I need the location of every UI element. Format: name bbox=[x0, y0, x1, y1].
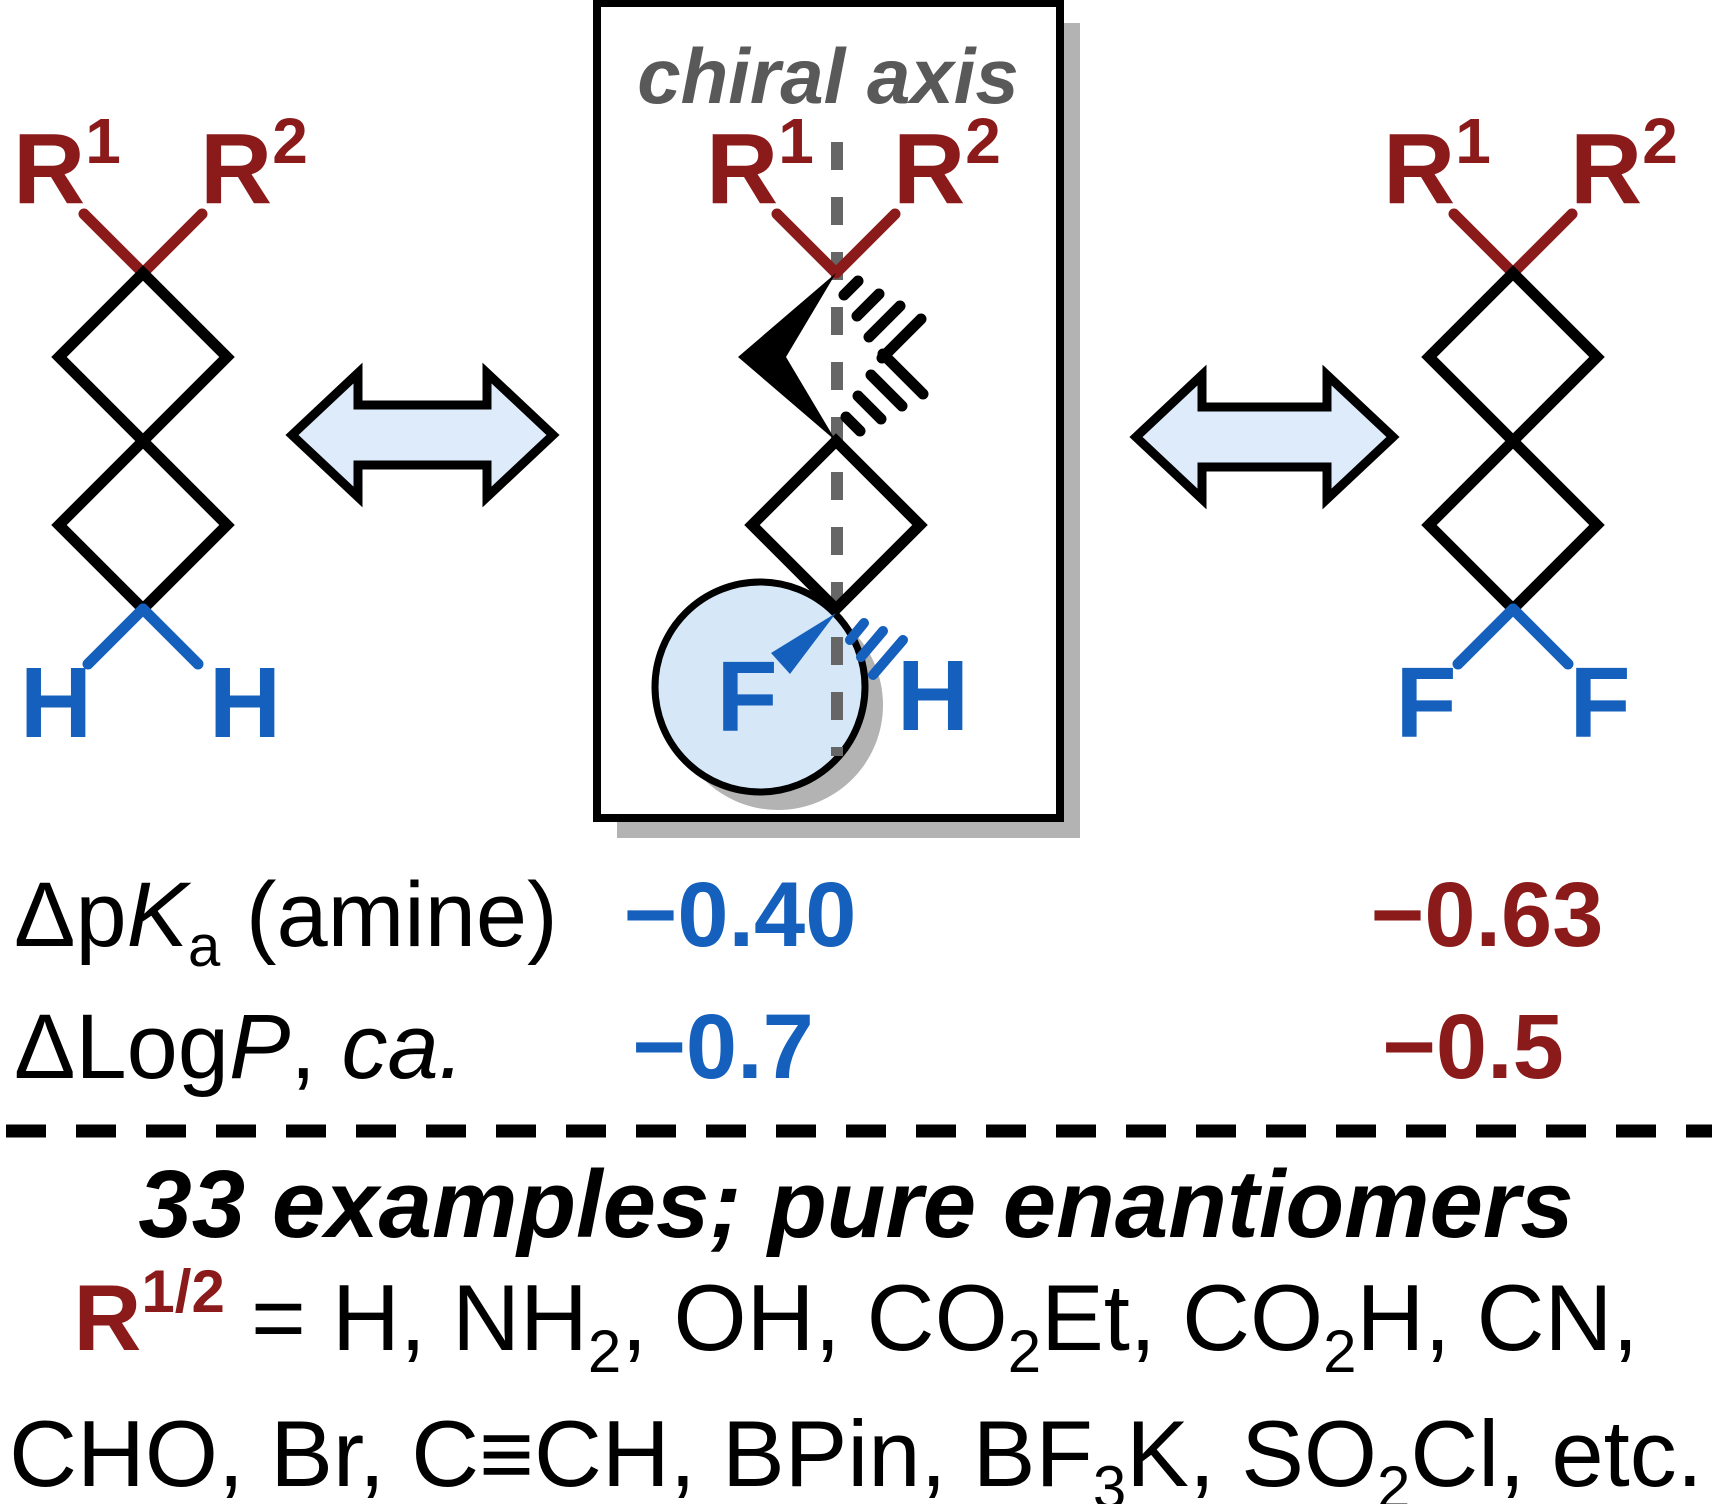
hash-bond-h bbox=[845, 618, 908, 680]
ring-bottom bbox=[51, 433, 235, 617]
bond-f-left bbox=[1452, 603, 1519, 670]
spiro-structure-right: R1 R2 F F bbox=[1383, 105, 1678, 759]
r-groups-line-1: R1/2 = H, NH2, OH, CO2Et, CO2H, CN, bbox=[74, 1258, 1639, 1385]
bond-r2 bbox=[137, 208, 208, 279]
h-label-left: H bbox=[20, 647, 92, 759]
wedge-bond-f bbox=[771, 613, 836, 674]
logp-value-center: −0.7 bbox=[632, 996, 814, 1098]
bold-wedge-bond bbox=[738, 273, 836, 441]
f-label: F bbox=[716, 641, 777, 753]
ring-bottom bbox=[744, 433, 928, 617]
pka-value-right: −0.63 bbox=[1371, 864, 1604, 966]
pka-row-label: ΔpKa (amine) bbox=[14, 864, 558, 979]
r-groups-line-2: CHO, Br, C≡CH, BPin, BF3K, SO2Cl, etc. bbox=[9, 1401, 1703, 1504]
bond-f-right bbox=[1507, 603, 1574, 670]
r2-label: R2 bbox=[893, 105, 1001, 225]
r1-label: R1 bbox=[13, 105, 121, 225]
bond-r2 bbox=[1507, 208, 1578, 279]
r1-label: R1 bbox=[1383, 105, 1491, 225]
ring-bottom bbox=[1421, 433, 1605, 617]
logp-row-label: ΔLogP, ca. bbox=[14, 996, 464, 1098]
h-label-right: H bbox=[209, 647, 281, 759]
examples-headline: 33 examples; pure enantiomers bbox=[138, 1151, 1573, 1258]
properties-table: ΔpKa (amine) −0.40 −0.63 ΔLogP, ca. −0.7… bbox=[14, 864, 1603, 1098]
logp-value-right: −0.5 bbox=[1382, 996, 1564, 1098]
bond-r1 bbox=[771, 208, 842, 279]
ring-top bbox=[1421, 265, 1605, 449]
bond-r2 bbox=[830, 208, 901, 279]
bond-r1 bbox=[78, 208, 149, 279]
bond-r1 bbox=[1448, 208, 1519, 279]
f-label-right: F bbox=[1569, 647, 1630, 759]
spiro-structure-left: R1 R2 H H bbox=[13, 105, 308, 759]
equivalence-arrow-left bbox=[285, 362, 560, 508]
footer-text: 33 examples; pure enantiomers R1/2 = H, … bbox=[9, 1151, 1703, 1509]
hashed-bond bbox=[838, 275, 929, 437]
bond-h-left bbox=[82, 603, 149, 670]
equivalence-arrow-right bbox=[1129, 364, 1400, 510]
r1-label: R1 bbox=[706, 105, 814, 225]
f-label-left: F bbox=[1395, 647, 1456, 759]
ring-top bbox=[51, 265, 235, 449]
bond-h-right bbox=[137, 603, 204, 670]
box-title: chiral axis bbox=[637, 32, 1019, 120]
spiro-structure-center: R1 R2 F H bbox=[706, 105, 1001, 753]
h-label: H bbox=[897, 640, 969, 752]
chiral-axis-box: chiral axis bbox=[593, 0, 1080, 838]
pka-value-center: −0.40 bbox=[624, 864, 857, 966]
r2-label: R2 bbox=[200, 105, 308, 225]
r2-label: R2 bbox=[1570, 105, 1678, 225]
